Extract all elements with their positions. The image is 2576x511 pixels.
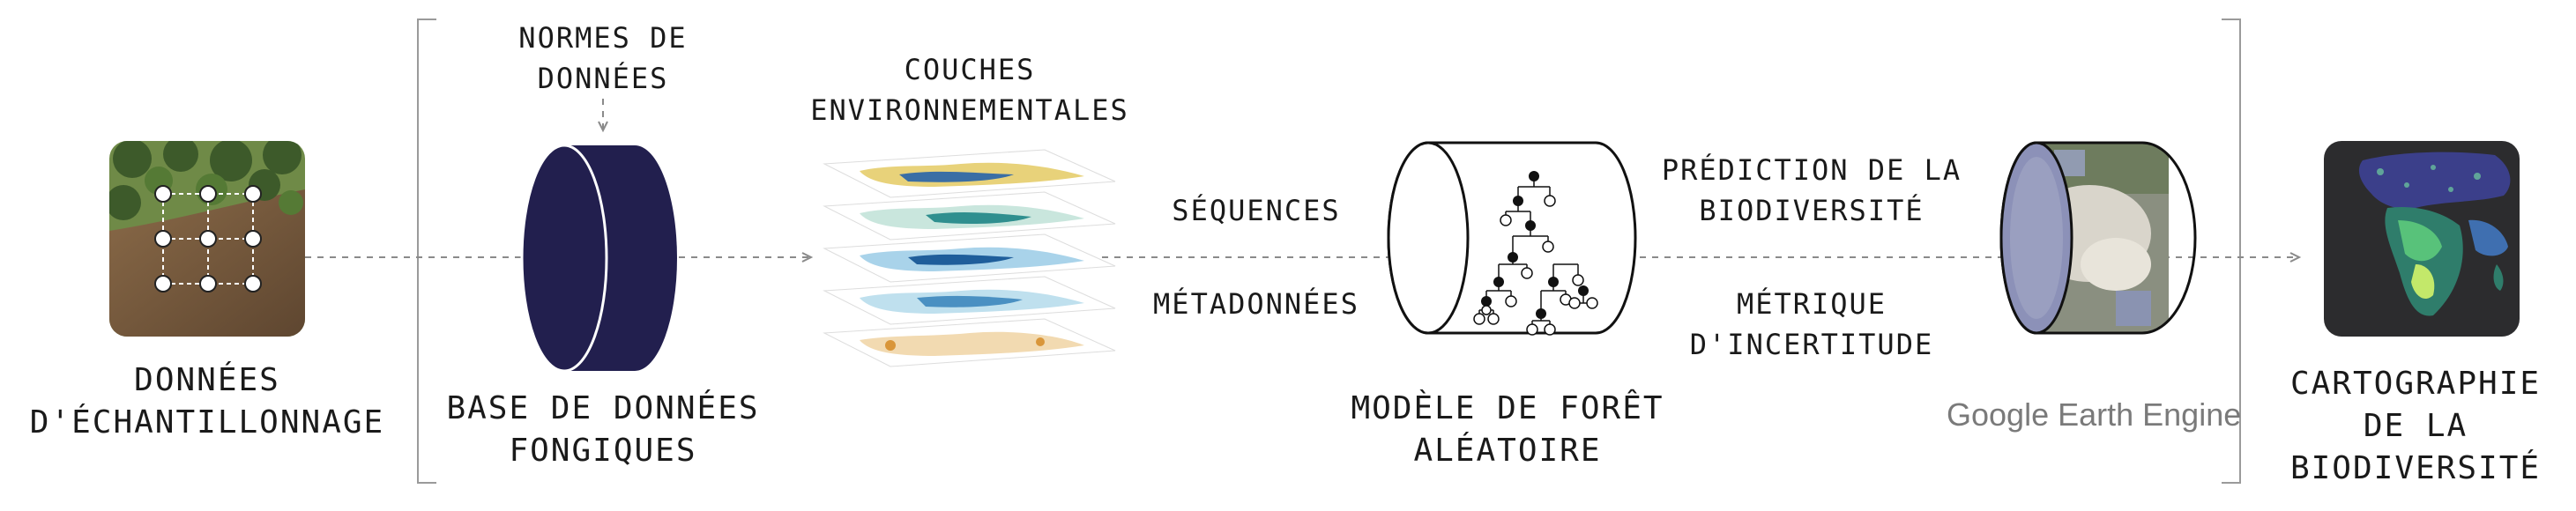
- prediction-label: PRÉDICTION DE LA BIODIVERSITÉ: [1661, 153, 1962, 227]
- google-earth-engine-logo: Google Earth Engine: [1947, 396, 2242, 433]
- random-forest-cylinder-icon: [1387, 141, 1637, 336]
- mapping-label: CARTOGRAPHIE DE LA BIODIVERSITÉ: [2289, 366, 2542, 486]
- left-bracket: [417, 19, 436, 484]
- metadata-label: MÉTADONNÉES: [1153, 287, 1359, 321]
- sampling-photo-icon: [109, 141, 305, 337]
- database-cylinder-icon: [520, 144, 677, 373]
- sequences-label: SÉQUENCES: [1172, 194, 1341, 227]
- biodiversity-map-icon: [2324, 141, 2520, 337]
- uncertainty-label: MÉTRIQUE D'INCERTITUDE: [1689, 287, 1934, 361]
- env-layer-stack-icon: [823, 149, 1116, 367]
- earth-engine-cylinder-icon: [1999, 141, 2197, 335]
- sampling-label: DONNÉES D'ÉCHANTILLONNAGE: [29, 362, 385, 441]
- right-bracket: [2222, 19, 2241, 484]
- standards-label: NORMES DE DONNÉES: [518, 21, 688, 95]
- fungal-db-label: BASE DE DONNÉES FONGIQUES: [446, 390, 760, 469]
- model-label: MODÈLE DE FORÊT ALÉATOIRE: [1351, 390, 1664, 469]
- env-layers-label: COUCHES ENVIRONNEMENTALES: [810, 53, 1129, 127]
